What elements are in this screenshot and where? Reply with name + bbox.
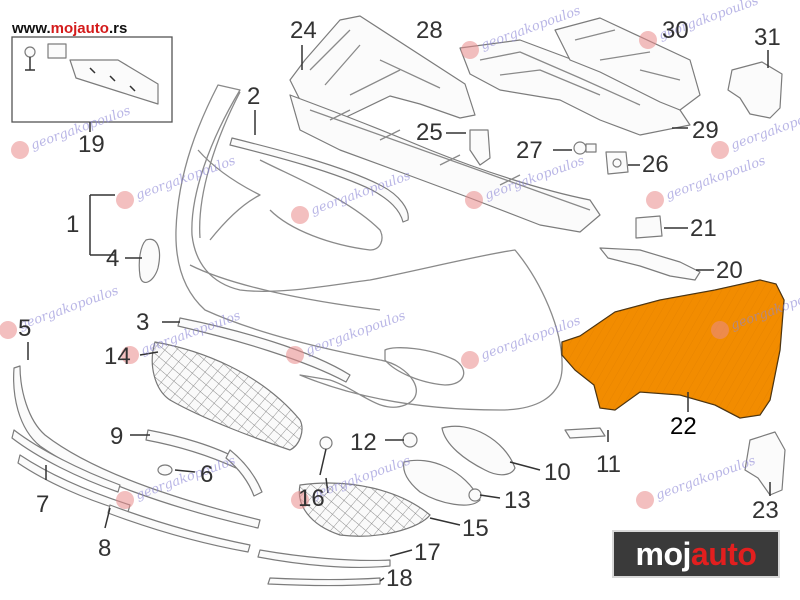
svg-text:georgakopoulos: georgakopoulos (664, 153, 768, 203)
leader-lines (27, 45, 771, 582)
callout-23[interactable]: 23 (752, 497, 779, 524)
watermark: georgakopoulos (286, 308, 408, 364)
brand-logo-part2: auto (690, 535, 757, 572)
callout-25[interactable]: 25 (416, 119, 443, 146)
callout-10[interactable]: 10 (544, 459, 571, 486)
callout-4[interactable]: 4 (106, 245, 119, 272)
callout-27[interactable]: 27 (516, 137, 543, 164)
callout-17[interactable]: 17 (414, 539, 441, 566)
callout-9[interactable]: 9 (110, 423, 123, 450)
callout-14[interactable]: 14 (104, 343, 131, 370)
watermark: georgakopoulos (636, 453, 758, 509)
fog-lamp-parts (298, 425, 606, 537)
callout-11[interactable]: 11 (596, 451, 621, 478)
callout-5[interactable]: 5 (18, 315, 31, 342)
callout-12[interactable]: 12 (350, 429, 377, 456)
svg-text:georgakopoulos: georgakopoulos (654, 453, 758, 503)
callout-2[interactable]: 2 (247, 83, 260, 110)
part-22-highlight[interactable] (561, 279, 785, 419)
callout-31[interactable]: 31 (754, 24, 781, 51)
callout-16[interactable]: 16 (298, 485, 325, 512)
callout-13[interactable]: 13 (504, 487, 531, 514)
svg-text:georgakopoulos: georgakopoulos (17, 283, 121, 333)
callout-21[interactable]: 21 (690, 215, 717, 242)
callout-8[interactable]: 8 (98, 535, 111, 562)
part-23-bracket (744, 431, 786, 496)
upper-brackets (289, 15, 783, 233)
site-url-brand: mojauto (50, 20, 109, 37)
callout-18[interactable]: 18 (386, 565, 413, 592)
callout-7[interactable]: 7 (36, 491, 49, 518)
callout-29[interactable]: 29 (692, 117, 719, 144)
callout-22[interactable]: 22 (670, 413, 697, 440)
callout-15[interactable]: 15 (462, 515, 489, 542)
callout-6[interactable]: 6 (200, 461, 213, 488)
callout-20[interactable]: 20 (716, 257, 743, 284)
small-hardware (138, 141, 701, 284)
callout-30[interactable]: 30 (662, 17, 689, 44)
site-url-suffix: .rs (108, 20, 128, 37)
bumper-cover (175, 84, 563, 411)
callout-24[interactable]: 24 (290, 17, 317, 44)
watermark: georgakopoulos (116, 153, 238, 209)
callout-28[interactable]: 28 (416, 17, 443, 44)
site-url-prefix: www. (12, 20, 51, 37)
callout-3[interactable]: 3 (136, 309, 149, 336)
site-url[interactable]: www.mojauto.rs (12, 20, 127, 37)
callout-1[interactable]: 1 (66, 211, 79, 238)
callout-26[interactable]: 26 (642, 151, 669, 178)
lower-grille-parts (11, 317, 391, 587)
svg-text:georgakopoulos: georgakopoulos (304, 308, 408, 358)
watermark: georgakopoulos (639, 0, 761, 49)
callout-19[interactable]: 19 (78, 131, 105, 158)
brand-logo-part1: moj (635, 535, 692, 572)
callout-numbers: 19 24 28 30 31 2 25 29 27 26 1 4 21 20 5… (18, 17, 781, 592)
inset-part-19 (11, 36, 173, 132)
part-2-strip (229, 137, 409, 223)
svg-text:georgakopoulos: georgakopoulos (134, 153, 238, 203)
svg-text:georgakopoulos: georgakopoulos (134, 453, 238, 503)
